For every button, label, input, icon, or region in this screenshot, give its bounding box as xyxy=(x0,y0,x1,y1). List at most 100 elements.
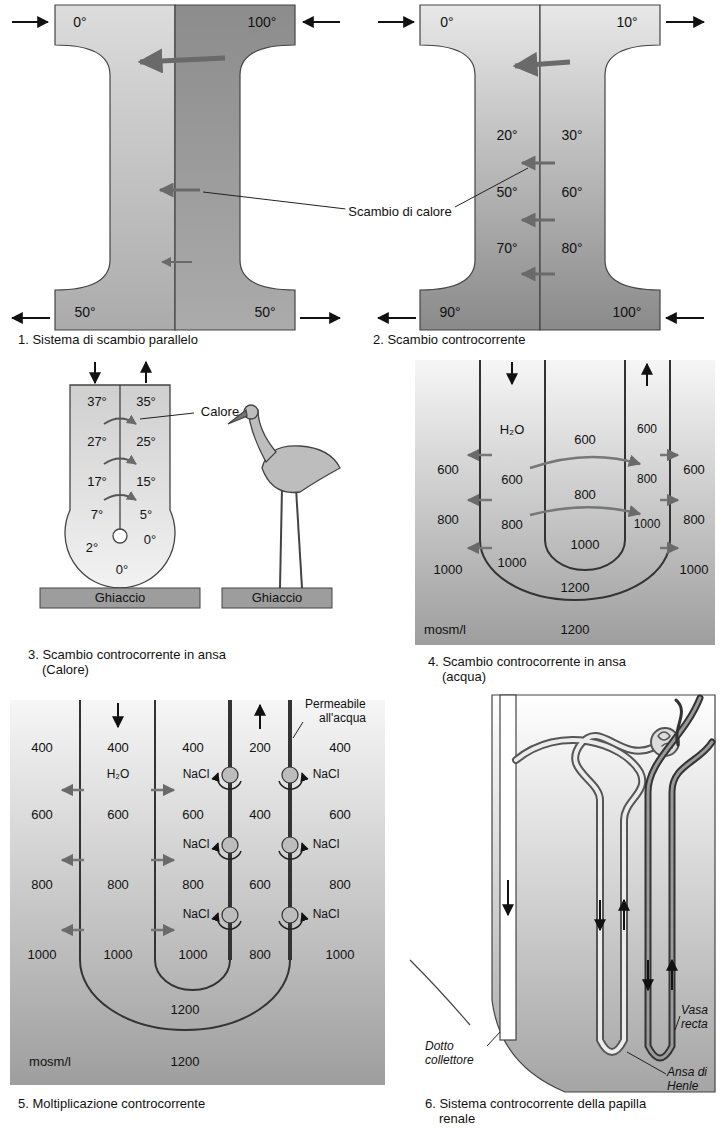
flow-arrows xyxy=(623,900,625,930)
water-arrows xyxy=(151,789,174,792)
heat-arrows xyxy=(160,189,200,192)
temperature-value: 100° xyxy=(248,14,277,30)
ice-block xyxy=(40,588,332,608)
water-arrows xyxy=(530,457,640,468)
heat-arrows xyxy=(522,273,555,276)
salt-label: NaCl xyxy=(313,768,340,782)
water-label: H₂O xyxy=(107,768,130,782)
osmolarity-value: 200 xyxy=(249,741,271,756)
bird xyxy=(296,488,302,588)
ice-label: Ghiaccio xyxy=(95,591,146,606)
temperature-value: 20° xyxy=(496,127,517,143)
water-label: H₂O xyxy=(500,423,525,438)
osmolarity-value: 1000 xyxy=(28,948,57,963)
flow-arrows xyxy=(300,317,340,319)
flow-arrows xyxy=(671,960,673,990)
salt-pump xyxy=(282,907,298,923)
osmolarity-value: 1200 xyxy=(171,1055,200,1070)
salt-label: NaCl xyxy=(183,838,210,852)
temperature-value: 70° xyxy=(496,240,517,256)
leader-line xyxy=(293,722,303,738)
osmolarity-value: 1200 xyxy=(561,581,590,596)
osmolarity-value: 600 xyxy=(182,808,204,823)
panel-caption: 5. Moltiplicazione controcorrente xyxy=(18,1097,372,1112)
callout-label: Ansa di Henle xyxy=(667,1066,717,1094)
salt-pump xyxy=(217,843,241,859)
salt-pump xyxy=(217,767,302,929)
flow-arrows xyxy=(12,22,340,318)
salt-pump xyxy=(222,907,238,923)
flow-arrows xyxy=(95,362,146,383)
tubule-loop xyxy=(545,360,625,570)
heat-arrows xyxy=(522,219,555,222)
heat-arrows xyxy=(162,261,192,263)
countercurrent-exchanger xyxy=(540,5,660,330)
water-arrows xyxy=(468,547,492,550)
salt-pump xyxy=(279,913,303,929)
leg-loop xyxy=(65,385,175,588)
water-arrows xyxy=(151,859,174,862)
heat-arrows xyxy=(140,58,225,62)
osmolarity-value: 1000 xyxy=(104,948,133,963)
ice-block xyxy=(222,588,332,608)
flow-arrows xyxy=(117,703,119,727)
ice-block xyxy=(40,588,200,608)
heat-arrows xyxy=(104,419,136,501)
osmolarity-value: 800 xyxy=(437,513,459,528)
leg-loop xyxy=(65,385,175,588)
temperature-value: 35° xyxy=(136,395,156,410)
temperature-value: 7° xyxy=(91,508,103,523)
osmolarity-value: 800 xyxy=(683,513,705,528)
flow-arrows xyxy=(508,880,672,990)
temperature-value: 25° xyxy=(136,435,156,450)
salt-pump xyxy=(282,767,298,783)
water-arrows xyxy=(530,507,640,515)
water-arrows xyxy=(62,859,84,862)
panel-caption: 4. Scambio controcorrente in ansa (acqua… xyxy=(428,655,662,685)
countercurrent-exchanger xyxy=(420,5,660,330)
temperature-value: 50° xyxy=(496,184,517,200)
tubule-loop xyxy=(80,700,290,1030)
osmolarity-value: 800 xyxy=(107,878,129,893)
temperature-value: 80° xyxy=(561,240,582,256)
heat-arrows xyxy=(104,419,136,425)
osmolarity-value: 1000 xyxy=(434,563,463,578)
temperature-value: 15° xyxy=(136,475,156,490)
water-arrows xyxy=(468,454,492,457)
water-arrows xyxy=(468,499,492,502)
renal-papilla xyxy=(492,695,715,1092)
renal-papilla xyxy=(410,960,470,1025)
osmolarity-value: 1000 xyxy=(680,563,709,578)
osmolarity-value: 1000 xyxy=(571,538,600,553)
osmolarity-value: 600 xyxy=(683,463,705,478)
salt-label: NaCl xyxy=(183,768,210,782)
water-arrows xyxy=(468,455,678,548)
osmolarity-value: 800 xyxy=(182,878,204,893)
osmolarity-value: 600 xyxy=(574,433,596,448)
flow-arrows xyxy=(512,362,647,386)
tubule-loop xyxy=(155,700,230,990)
temperature-value: 30° xyxy=(561,127,582,143)
leader-line xyxy=(140,413,194,419)
temperature-value: 17° xyxy=(87,475,107,490)
unit-label: mosm/l xyxy=(29,1055,71,1070)
flow-arrows xyxy=(599,900,601,930)
leader-line xyxy=(627,1052,666,1074)
flow-arrows xyxy=(378,21,414,23)
osmolarity-value: 600 xyxy=(437,463,459,478)
callout-label: Vasa recta xyxy=(681,1004,717,1032)
osmolarity-value: 1000 xyxy=(179,948,208,963)
flow-arrows xyxy=(666,21,704,23)
bird xyxy=(228,405,340,588)
unit-label: mosm/l xyxy=(424,623,466,638)
osmolarity-value: 600 xyxy=(107,808,129,823)
flow-arrows xyxy=(12,21,48,23)
osmolarity-value: 800 xyxy=(501,518,523,533)
temperature-value: 0° xyxy=(144,533,156,548)
temperature-value: 50° xyxy=(254,304,275,320)
salt-pump xyxy=(222,837,238,853)
parallel-exchanger xyxy=(55,5,175,330)
panel-caption: 3. Scambio controcorrente in ansa (Calor… xyxy=(28,648,242,678)
temperature-value: 60° xyxy=(561,184,582,200)
